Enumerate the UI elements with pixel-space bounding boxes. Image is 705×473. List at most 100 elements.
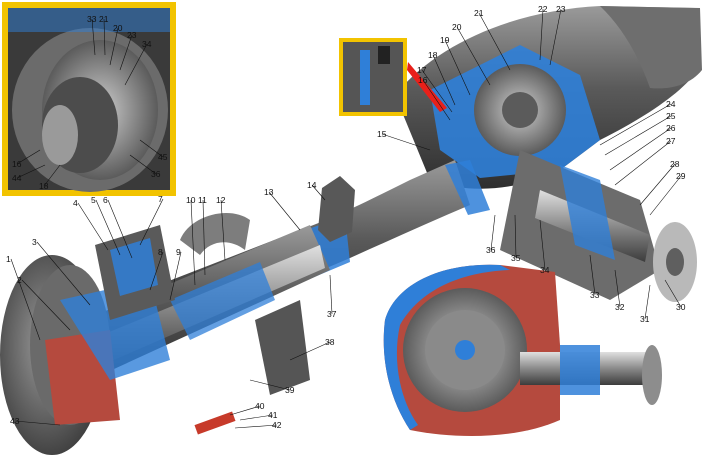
callout-label-21: 21 — [474, 8, 484, 18]
callout-leader-37 — [329, 274, 333, 315]
inset-callout-leader-23 — [119, 34, 133, 71]
callout-label-26: 26 — [666, 123, 676, 133]
callout-leader-11 — [202, 199, 206, 276]
callout-label-38: 38 — [325, 337, 335, 347]
differential-section-view — [383, 264, 662, 436]
callout-label-28: 28 — [670, 159, 680, 169]
callout-label-14: 14 — [307, 180, 317, 190]
callout-label-43: 43 — [10, 416, 20, 426]
callout-label-5: 5 — [91, 195, 96, 205]
callout-leader-33 — [589, 254, 596, 296]
callout-leader-19 — [444, 39, 471, 96]
callout-leader-36 — [490, 214, 496, 251]
callout-leader-7 — [139, 198, 164, 246]
oil-seal-red — [194, 411, 236, 435]
inset-blue-band — [8, 8, 170, 32]
callout-label-30: 30 — [676, 302, 686, 312]
tube-blue-section — [170, 262, 275, 340]
callout-label-37: 37 — [327, 309, 337, 319]
inset-callout-label-16: 16 — [12, 159, 22, 169]
inset-callout-leader-21 — [103, 18, 106, 56]
inset-callout-leader-45 — [139, 139, 164, 158]
callout-label-23: 23 — [556, 4, 566, 14]
callout-leader-38 — [289, 341, 331, 361]
inset-callout-leader-33 — [91, 18, 96, 56]
callout-label-16: 16 — [418, 75, 428, 85]
callout-label-18: 18 — [428, 50, 438, 60]
tube-cutaway-edge-2 — [445, 160, 490, 215]
callout-leader-22 — [539, 8, 544, 61]
callout-leader-32 — [614, 269, 621, 308]
callout-label-27: 27 — [666, 136, 676, 146]
callout-label-4: 4 — [73, 198, 78, 208]
callout-leader-28 — [639, 163, 676, 206]
inset-callout-leader-44 — [16, 164, 46, 179]
callout-label-39: 39 — [285, 385, 295, 395]
callout-label-6: 6 — [103, 195, 108, 205]
callout-leader-6 — [107, 199, 133, 259]
callout-label-41: 41 — [268, 410, 278, 420]
callout-label-12: 12 — [216, 195, 226, 205]
inset2-image — [343, 42, 403, 112]
inset-callout-label-33: 33 — [87, 14, 97, 24]
inset-callout-leader-36 — [129, 154, 157, 175]
inset-callout-label-45: 45 — [158, 152, 168, 162]
callout-leader-5 — [95, 199, 121, 256]
lower-bracket — [255, 300, 310, 395]
callout-leader-29 — [649, 175, 682, 216]
callout-label-11: 11 — [198, 195, 207, 205]
callout-label-34: 34 — [540, 265, 550, 275]
callout-label-10: 10 — [186, 195, 196, 205]
callout-label-17: 17 — [417, 65, 427, 75]
inset-callout-leader-18 — [43, 164, 61, 187]
axle-curved-bracket — [180, 212, 250, 255]
callout-leader-42 — [234, 424, 278, 429]
callout-leader-15 — [381, 133, 431, 151]
callout-label-32: 32 — [615, 302, 625, 312]
callout-leader-20 — [456, 26, 491, 86]
callout-label-33: 33 — [590, 290, 600, 300]
callout-leader-30 — [664, 279, 682, 308]
inset-callout-leader-16 — [16, 149, 41, 165]
callout-label-22: 22 — [538, 4, 548, 14]
callout-leader-1 — [10, 258, 41, 341]
inset-callout-leader-34 — [124, 43, 148, 86]
inset-callout-leader-20 — [109, 27, 119, 66]
companion-flange-nut — [666, 248, 684, 276]
callout-label-31: 31 — [640, 314, 650, 324]
callout-label-1: 1 — [6, 254, 11, 264]
callout-label-9: 9 — [176, 247, 181, 257]
inset-callout-label-34: 34 — [142, 39, 152, 49]
diff-pinion-blue — [560, 345, 600, 395]
callout-label-15: 15 — [377, 129, 387, 139]
callout-leader-8 — [149, 251, 164, 291]
inset2-bolt — [378, 46, 390, 64]
callout-leader-13 — [268, 191, 301, 231]
inset-bearing-detail — [339, 38, 447, 116]
inset-callout-label-36: 36 — [151, 169, 161, 179]
callout-label-13: 13 — [264, 187, 274, 197]
callout-leader-3 — [36, 241, 91, 306]
inset-differential-closeup — [2, 2, 176, 196]
callout-leader-35 — [514, 214, 517, 259]
inset-callout-label-44: 44 — [12, 173, 22, 183]
callout-leader-18 — [432, 54, 456, 106]
callout-label-3: 3 — [32, 237, 37, 247]
callout-leader-27 — [614, 140, 672, 186]
callout-leader-9 — [169, 251, 182, 301]
callout-leader-39 — [249, 379, 291, 391]
callout-label-8: 8 — [158, 247, 163, 257]
callout-label-24: 24 — [666, 99, 676, 109]
callout-leader-26 — [609, 127, 672, 171]
inset-callout-label-18: 18 — [39, 181, 49, 191]
callout-leader-23 — [549, 8, 562, 66]
callout-label-42: 42 — [272, 420, 282, 430]
inset-side-gear — [42, 105, 78, 165]
diff-carrier-center — [455, 340, 475, 360]
bearing-cutaway — [110, 238, 158, 296]
inset-callout-label-20: 20 — [113, 23, 123, 33]
callout-label-2: 2 — [17, 275, 22, 285]
callout-label-35: 35 — [511, 253, 521, 263]
